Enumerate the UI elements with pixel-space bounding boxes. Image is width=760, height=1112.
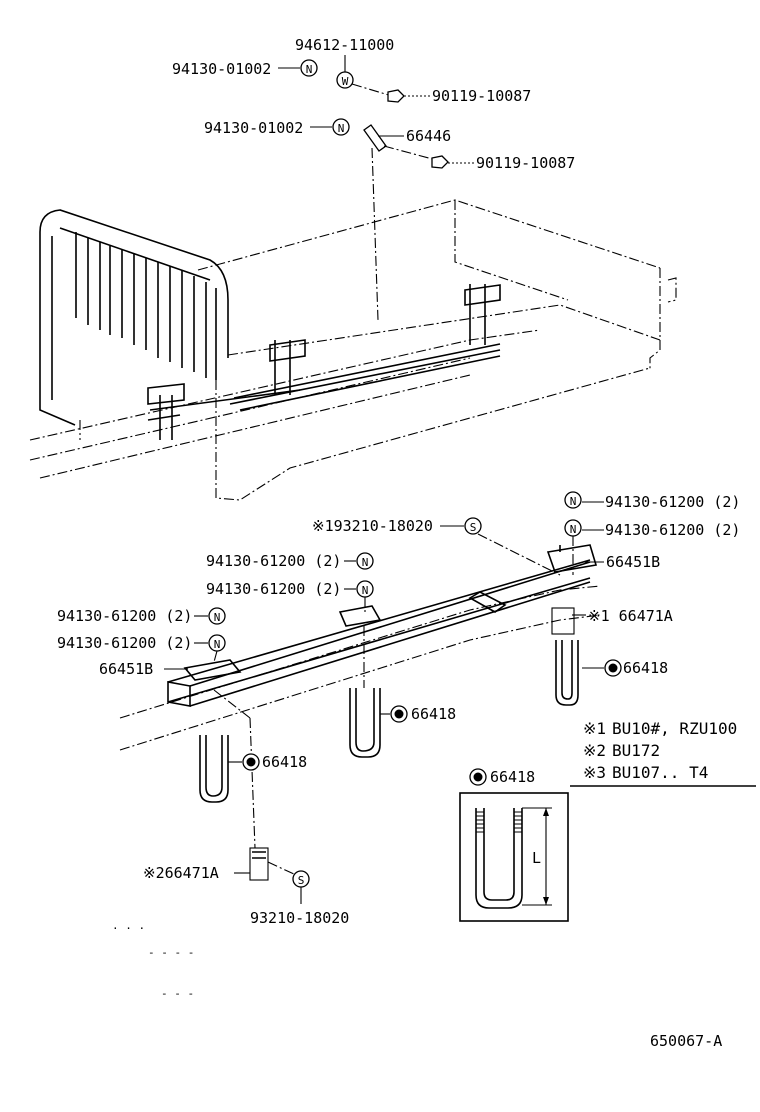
callout-94130-61200-m1[interactable]: 94130-61200 (2): [206, 552, 341, 570]
svg-text:S: S: [298, 874, 305, 887]
callout-94130-61200-r1[interactable]: 94130-61200 (2): [605, 493, 740, 511]
svg-text:N: N: [570, 523, 577, 536]
note-3: ※3 BU107.. T4: [583, 763, 708, 782]
callout-66471A-r[interactable]: ※1 66471A: [588, 607, 673, 625]
bolt-icon: [387, 89, 405, 103]
frame-assembly: [119, 544, 601, 881]
bolt-symbol-filled: [604, 659, 622, 677]
stray-marks: . . . - - - - - - -: [112, 919, 194, 1000]
svg-text:N: N: [570, 495, 577, 508]
bolt-symbol-filled: [469, 768, 487, 786]
callout-66451B-r[interactable]: 66451B: [606, 553, 660, 571]
right-hardware: N 94130-61200 (2) N 94130-61200 (2) ※193…: [312, 491, 740, 625]
detail-box: [459, 792, 569, 922]
callout-66446[interactable]: 66446: [406, 127, 451, 145]
callout-66471A-l[interactable]: ※266471A: [143, 864, 219, 882]
nut-symbol-n: N: [356, 580, 374, 598]
legend-mark-3: - - -: [161, 987, 194, 1000]
svg-text:※2: ※2: [583, 741, 606, 760]
callout-66451B-l[interactable]: 66451B: [99, 660, 153, 678]
callout-94130-01002-a[interactable]: 94130-01002: [172, 60, 271, 78]
note-2: ※2 BU172: [583, 741, 660, 760]
svg-text:N: N: [338, 122, 345, 135]
callout-66418-r[interactable]: 66418: [623, 659, 668, 677]
callout-90119-10087-b[interactable]: 90119-10087: [476, 154, 575, 172]
nut-symbol-n: N: [208, 634, 226, 652]
svg-text:※3: ※3: [583, 763, 606, 782]
callout-94130-61200-l2[interactable]: 94130-61200 (2): [57, 634, 192, 652]
nut-symbol-n: N: [208, 607, 226, 625]
nut-symbol-n: N: [356, 552, 374, 570]
svg-text:BU172: BU172: [612, 741, 660, 760]
figure-number: 650067-A: [650, 1032, 722, 1050]
callout-94130-61200-m2[interactable]: 94130-61200 (2): [206, 580, 341, 598]
top-hardware: 94612-11000 94130-01002 N W 90119-10087 …: [172, 36, 575, 321]
svg-text:※1: ※1: [583, 719, 606, 738]
legend-mark-1: . . .: [112, 919, 145, 932]
applicability-notes: ※1 BU10#, RZU100 ※2 BU172 ※3 BU107.. T4: [570, 719, 756, 787]
svg-text:W: W: [342, 75, 349, 88]
svg-text:N: N: [362, 556, 369, 569]
callout-66418-l[interactable]: 66418: [262, 753, 307, 771]
spring-washer-symbol-s: S: [464, 517, 482, 535]
callout-93210-18020-star1[interactable]: ※193210-18020: [312, 517, 433, 535]
nut-symbol-n: N: [300, 59, 318, 77]
callout-94130-61200-l1[interactable]: 94130-61200 (2): [57, 607, 192, 625]
u-bolt-detail: 66418 L: [459, 768, 569, 922]
callout-93210-18020-b[interactable]: 93210-18020: [250, 909, 349, 927]
svg-text:S: S: [470, 521, 477, 534]
nut-symbol-n: N: [564, 491, 582, 509]
svg-text:N: N: [214, 638, 221, 651]
truck-bed-illustration: [29, 199, 677, 501]
callout-94130-01002-b[interactable]: 94130-01002: [204, 119, 303, 137]
dimension-label: L: [532, 849, 541, 867]
spring-washer-symbol-s: S: [292, 870, 310, 888]
svg-text:N: N: [214, 611, 221, 624]
svg-text:N: N: [362, 584, 369, 597]
callout-94130-61200-r2[interactable]: 94130-61200 (2): [605, 521, 740, 539]
note-1: ※1 BU10#, RZU100: [583, 719, 737, 738]
middle-left-hardware: 94130-61200 (2) N 94130-61200 (2) N 9413…: [57, 552, 668, 927]
nut-symbol-n: N: [332, 118, 350, 136]
bolt-symbol-filled: [390, 705, 408, 723]
legend-mark-2: - - - -: [148, 946, 194, 959]
callout-66418-m[interactable]: 66418: [411, 705, 456, 723]
nut-symbol-n: N: [564, 519, 582, 537]
callout-66418-box[interactable]: 66418: [490, 768, 535, 786]
bolt-symbol-filled: [242, 753, 260, 771]
svg-text:N: N: [306, 63, 313, 76]
callout-94612-11000[interactable]: 94612-11000: [295, 36, 394, 54]
svg-text:BU10#, RZU100: BU10#, RZU100: [612, 719, 737, 738]
svg-text:BU107.. T4: BU107.. T4: [612, 763, 708, 782]
washer-symbol-w: W: [336, 71, 354, 89]
bolt-icon: [431, 155, 449, 169]
spacer-pipe-icon: [363, 124, 387, 152]
callout-90119-10087-a[interactable]: 90119-10087: [432, 87, 531, 105]
